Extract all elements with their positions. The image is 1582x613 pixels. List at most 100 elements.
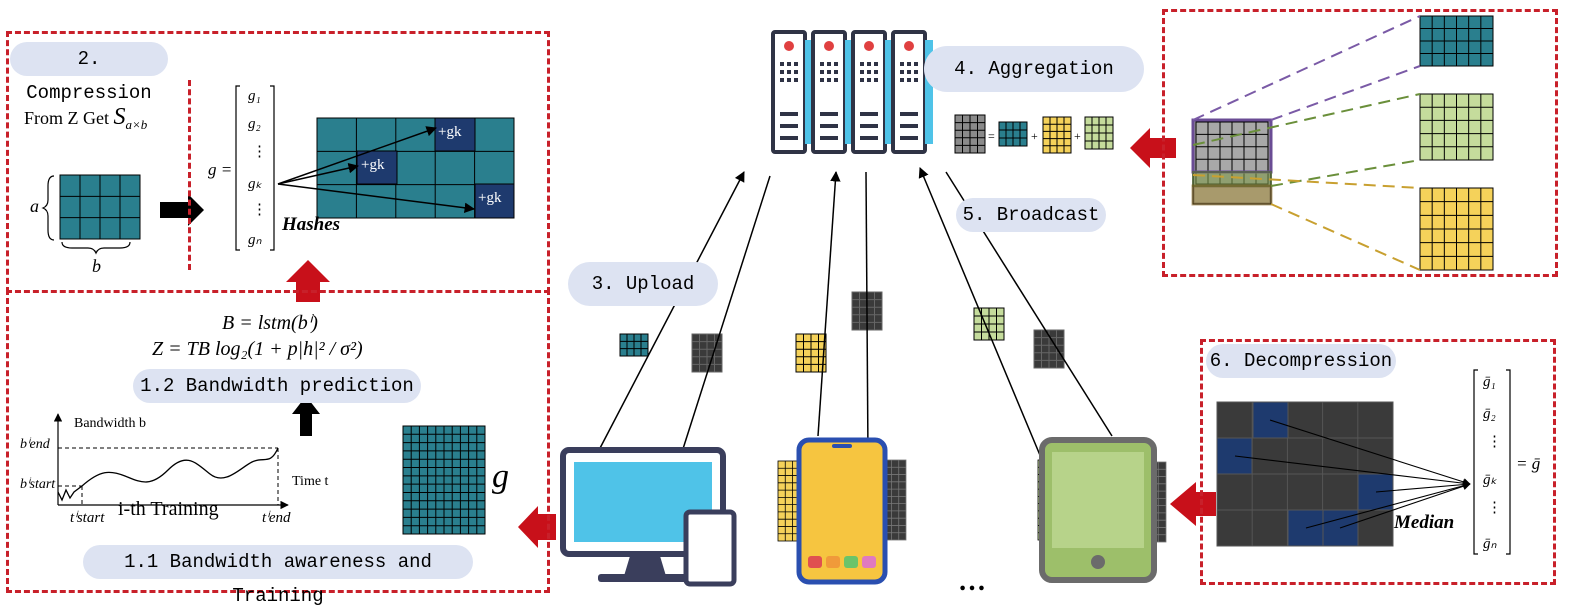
g-vector-entry: gₖ [248,176,262,192]
server-side [885,40,893,144]
line-layer: =++ [41,15,1511,587]
phone-app-icon [844,556,858,568]
gradient-g-label: g [492,458,509,495]
left-red-arrow [518,506,556,548]
server-dot [874,62,878,66]
agg-teal-matrix [998,121,1028,147]
server-dot [907,62,911,66]
from-z-prefix: From Z Get [24,108,109,128]
t-end-label: tⁱend [262,510,291,526]
transit-dark [1033,329,1065,369]
server-slot [860,112,878,116]
g-bracket-right [270,85,275,251]
gbar-vector-entry: ḡₖ [1483,472,1497,488]
decompress-selected-cell [1357,473,1394,511]
from-z-text: From Z Get Sa×b [24,104,147,134]
server-dot [907,70,911,74]
server-icon [771,30,813,154]
transit-yellow-lines [796,334,826,372]
transit-green-lines [974,308,1004,340]
g-vector-entry: g₁ [248,88,261,104]
training-label: i-th Training [118,498,219,520]
server-led [824,41,834,51]
monitor-base [598,574,698,582]
server-dot [794,78,798,82]
step-bandwidth-awareness-label: 1.1 Bandwidth awareness and Training [83,545,473,607]
server-dot [874,70,878,74]
hash-cell-label: +gk [438,124,462,140]
hash-cell [434,117,476,152]
a-brace [41,175,55,241]
server-side [845,40,853,144]
phone-body [796,437,888,585]
s-subscript: a×b [125,116,148,132]
server-slot [780,124,798,128]
server-dot [827,70,831,74]
agg-green-matrix [1084,116,1114,150]
t-start-label: tⁱstart [70,510,105,526]
step-broadcast-label: 5. Broadcast [956,198,1106,232]
server-dot [867,62,871,66]
decompression-region [1200,339,1556,585]
step-upload-label: 3. Upload [568,262,718,306]
broadcast-line [865,171,869,457]
aggregate-matrix-lines [955,115,985,153]
b-brace [61,241,131,255]
g-vector-entry: ⋮ [252,144,267,160]
server-slot [860,136,878,140]
server-slot [900,112,918,116]
server-icon [851,30,893,154]
server-dot [867,78,871,82]
server-dot [834,62,838,66]
server-dot [780,70,784,74]
bandwidth-curve [57,447,279,502]
gbar-vector-entry: ḡ₂ [1483,406,1496,422]
b-label: b [92,256,101,276]
b-start-label: bⁱstart [20,477,56,492]
transit-teal [619,333,649,357]
hashes-label: Hashes [282,214,341,235]
server-slot [820,136,838,140]
plus-symbol: + [1031,129,1038,143]
decompress-selected-cell [1216,437,1253,475]
hash-arrow [277,162,360,185]
g-vector-entry: ⋮ [252,202,267,218]
agg-dash-green [1192,93,1421,146]
gbar-vector-entry: ḡₙ [1483,536,1497,552]
decompress-selected-cell [1287,509,1324,547]
a-label: a [30,196,39,216]
server-side [805,40,813,144]
server-dot [874,78,878,82]
server-dot [867,70,871,74]
gradient-g-matrix-lines [403,426,485,534]
g-vector-entry: gₙ [248,232,262,248]
agg-dash-gold [1270,203,1421,271]
gbar-vector-entry: ⋮ [1487,500,1502,516]
server-icon [891,30,933,154]
upload-line [597,171,745,453]
gbar-vector-entry: ⋮ [1487,434,1502,450]
plus-symbol: + [1074,129,1081,143]
median-arrow [1234,455,1471,488]
server-led [904,41,914,51]
monitor-stand [624,556,666,576]
hash-arrow [277,126,437,185]
decompress-red-arrow [1170,482,1216,526]
server-dot [900,70,904,74]
server-dot [787,78,791,82]
hash-cell-label: +gk [478,190,502,206]
upload-line [918,167,1043,461]
tablet-icon [1039,437,1157,583]
server-slot [900,136,918,140]
gradient-g-matrix [402,425,486,535]
phone-icon [796,437,888,585]
server-dot [900,62,904,66]
g-vector-entry: g₂ [248,116,261,132]
agg-yellow-matrix-lines [1043,117,1071,153]
agg-layer-yellow-lines [1420,188,1493,270]
time-axis-label: Time t [292,474,329,489]
transit-green [973,307,1005,341]
training-region [6,289,550,593]
phone-app-icon [862,556,876,568]
